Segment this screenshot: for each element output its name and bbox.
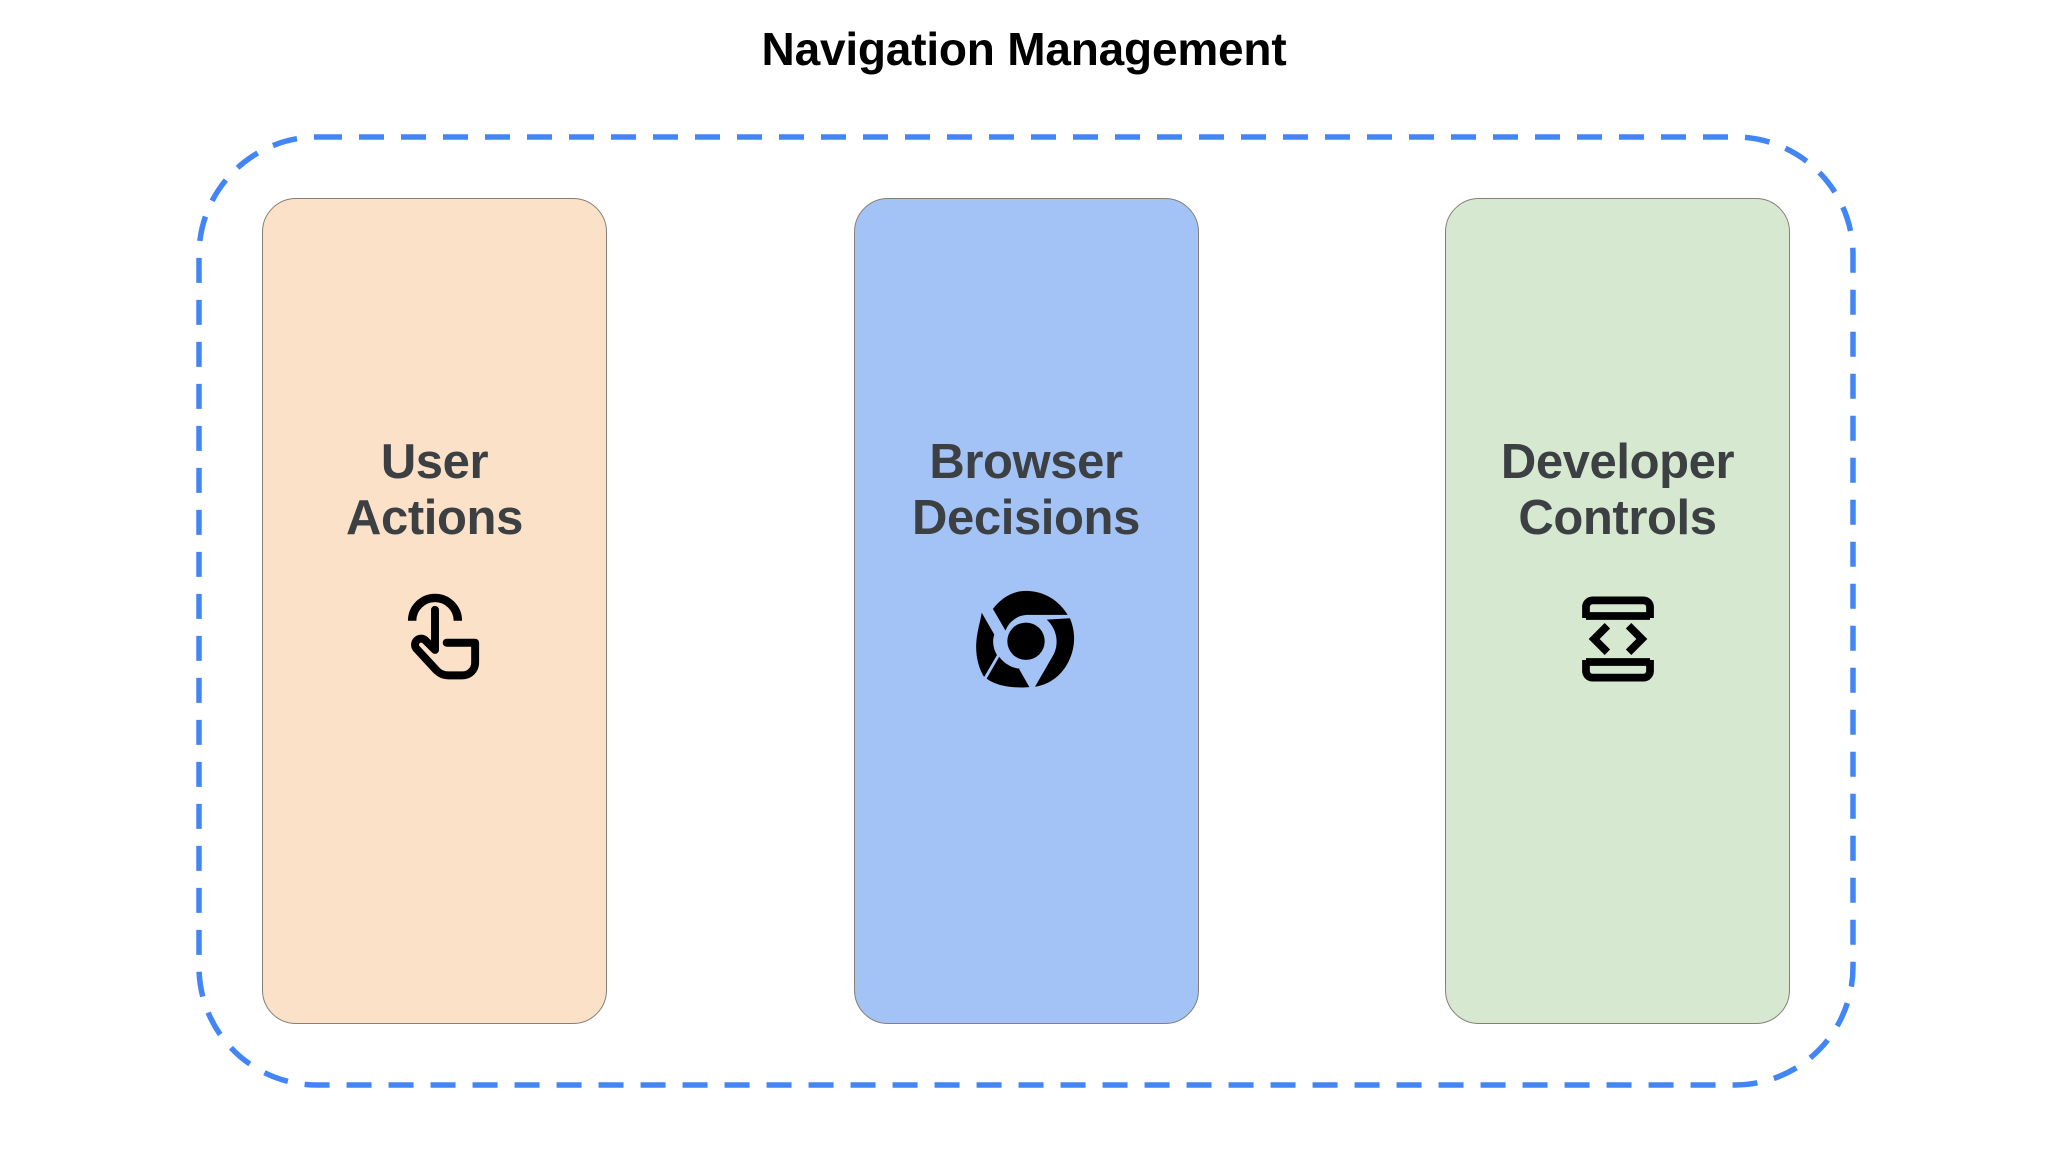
card-user-actions[interactable]: User Actions [262,198,607,1024]
card-developer-controls[interactable]: Developer Controls [1445,198,1790,1024]
card-developer-controls-label: Developer Controls [1500,435,1735,545]
page-title: Navigation Management [761,23,1287,75]
navigation-management-group [196,134,1856,1088]
touch-app-icon [375,579,495,699]
chrome-logo-icon [966,579,1086,699]
card-user-actions-label: User Actions [346,435,523,545]
dashed-border-rect [196,134,1856,1088]
cards-row: User Actions Browser Decisions Dev [196,134,1856,1088]
card-browser-decisions[interactable]: Browser Decisions [853,198,1199,1024]
developer-mode-icon [1558,579,1678,699]
card-browser-decisions-label: Browser Decisions [912,435,1140,545]
